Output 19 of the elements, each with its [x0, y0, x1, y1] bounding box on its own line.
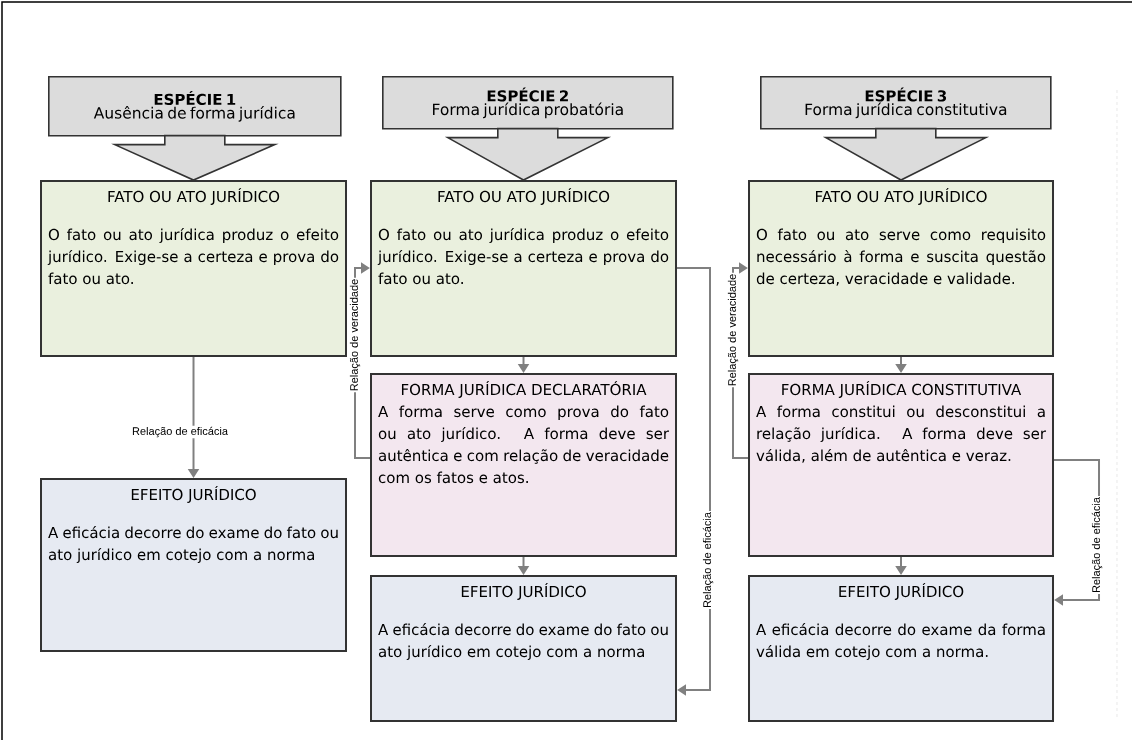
edge-label: Relação de veracidade: [726, 272, 740, 388]
species-box: ESPÉCIE 1 Ausência de forma jurídica: [48, 76, 342, 137]
block-arrow: [444, 127, 612, 181]
effect-box: EFEITO JURÍDICO A eficácia decorre do exame da forma válida em cotejo com a norma.: [748, 575, 1054, 722]
species-box: ESPÉCIE 2 Forma jurídica probatória: [382, 76, 674, 130]
species-box: ESPÉCIE 3 Forma jurídica constitutiva: [760, 76, 1052, 130]
fact-box: FATO OU ATO JURÍDICO O fato ou ato jurídica produz o efeito jurídico. Exige-se a certeza e prova do fato ou ato.: [370, 180, 677, 357]
fact-box: FATO OU ATO JURÍDICO O fato ou ato jurídica produz o efeito jurídico. Exige-se a certeza e prova do fato ou ato.: [40, 180, 347, 357]
block-arrow: [822, 127, 990, 181]
edge-label: Relação de eficácia: [701, 511, 715, 609]
edge-label: Relação de eficácia: [1090, 496, 1104, 594]
block-arrow: [111, 134, 279, 181]
edge-label: Relação de veracidade: [348, 277, 362, 393]
form-box: FORMA JURÍDICA DECLARATÓRIA A forma serve como prova do fato ou ato jurídico. A forma deve ser autêntica e com relação de veracidade com os fatos e atos.: [370, 373, 677, 557]
form-box: FORMA JURÍDICA CONSTITUTIVA A forma constitui ou desconstitui a relação jurídica. A forma deve ser válida, além de autêntica e veraz.: [748, 373, 1054, 557]
edge-label: Relação de eficácia: [131, 425, 229, 439]
effect-box: EFEITO JURÍDICO A eficácia decorre do exame do fato ou ato jurídico em cotejo com a norma: [40, 478, 347, 652]
effect-box: EFEITO JURÍDICO A eficácia decorre do exame do fato ou ato jurídico em cotejo com a norma: [370, 575, 677, 722]
fact-box: FATO OU ATO JURÍDICO O fato ou ato serve como requisito necessário à forma e suscita questão de certeza, veracidade e validade.: [748, 180, 1054, 357]
